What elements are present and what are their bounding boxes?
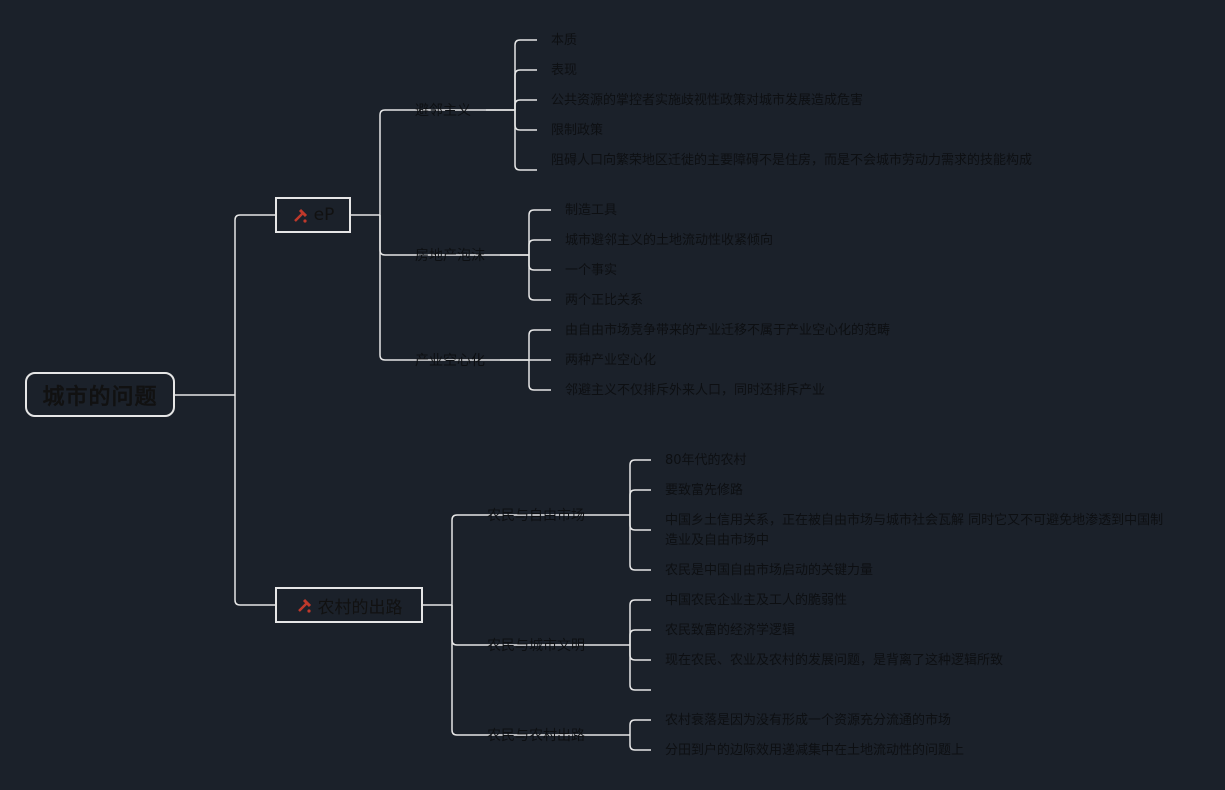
leaf-node[interactable]: 中国乡土信用关系，正在被自由市场与城市社会瓦解 同时它又不可避免地渗透到中国制造…	[665, 513, 1164, 548]
sub-node[interactable]: 产业空心化	[415, 353, 485, 369]
leaf-node[interactable]: 制造工具	[565, 203, 618, 218]
hammer-icon	[296, 596, 314, 614]
connector-line	[629, 489, 651, 515]
connector-line	[451, 514, 474, 605]
leaf-node[interactable]: 一个事实	[565, 263, 618, 278]
leaf-node[interactable]: 分田到户的边际效用递减集中在土地流动性的问题上	[665, 743, 965, 758]
leaf-node[interactable]: 80年代的农村	[665, 453, 747, 468]
leaf-node[interactable]: 限制政策	[551, 123, 604, 138]
connector-line	[528, 255, 551, 301]
connector-line	[514, 69, 537, 110]
connector-line	[629, 645, 651, 691]
connector-line	[629, 459, 651, 515]
connector-line	[514, 110, 537, 171]
leaf-node[interactable]: 表现	[551, 63, 578, 78]
connector-line	[528, 360, 551, 391]
connector-line	[514, 39, 537, 110]
leaf-node[interactable]: 农民致富的经济学逻辑	[665, 623, 796, 638]
branch-node-rural[interactable]: 农村的出路	[275, 587, 423, 623]
leaf-node[interactable]: 城市避邻主义的土地流动性收紧倾向	[565, 233, 774, 248]
branch-label: 农村的出路	[317, 597, 403, 618]
leaf-node[interactable]: 由自由市场竞争带来的产业迁移不属于产业空心化的范畴	[565, 323, 891, 338]
connector-line	[629, 629, 651, 645]
connector-line	[514, 99, 537, 110]
connector-line	[629, 515, 651, 571]
connector-line	[629, 735, 651, 751]
leaf-node[interactable]: 农民是中国自由市场启动的关键力量	[665, 563, 874, 578]
sub-node[interactable]: 避邻主义	[415, 103, 471, 119]
leaf-node[interactable]: 邻避主义不仅排斥外来人口，同时还排斥产业	[565, 383, 826, 398]
connector-line	[234, 214, 275, 395]
branch-node-ep[interactable]: eP	[275, 197, 351, 233]
connector-line	[629, 645, 651, 661]
connector-line	[528, 239, 551, 255]
leaf-node[interactable]: 要致富先修路	[665, 483, 744, 498]
leaf-node[interactable]: 现在农民、农业及农村的发展问题，是背离了这种逻辑所致	[665, 653, 1004, 668]
sub-node[interactable]: 房地产泡沫	[415, 248, 485, 264]
connector-line	[234, 395, 275, 606]
connector-line	[514, 110, 537, 131]
sub-node[interactable]: 农民与自由市场	[487, 508, 585, 524]
leaf-node[interactable]: 农村衰落是因为没有形成一个资源充分流通的市场	[665, 713, 952, 728]
root-label: 城市的问题	[42, 384, 158, 410]
root-node[interactable]: 城市的问题	[25, 372, 175, 417]
sub-node[interactable]: 农民与城市文明	[487, 638, 585, 654]
connector-line	[629, 599, 651, 645]
connector-line	[528, 255, 551, 271]
leaf-node[interactable]: 两种产业空心化	[565, 353, 657, 368]
leaf-node[interactable]: 两个正比关系	[565, 293, 644, 308]
connector-line	[629, 515, 651, 531]
leaf-node[interactable]: 本质	[551, 33, 578, 48]
connector-line	[629, 719, 651, 735]
connector-line	[451, 605, 474, 646]
connector-line	[379, 215, 404, 361]
branch-label: eP	[313, 205, 335, 225]
connector-line	[379, 109, 404, 215]
hammer-icon	[292, 206, 310, 224]
leaf-node[interactable]: 中国农民企业主及工人的脆弱性	[665, 593, 848, 608]
sub-node[interactable]: 农民与农村出路	[487, 728, 585, 744]
leaf-node[interactable]: 阻碍人口向繁荣地区迁徙的主要障碍不是住房，而是不会城市劳动力需求的技能构成	[551, 153, 1033, 168]
connector-line	[451, 605, 474, 736]
connector-line	[379, 215, 404, 256]
leaf-node[interactable]: 公共资源的掌控者实施歧视性政策对城市发展造成危害	[551, 93, 864, 108]
connector-line	[528, 209, 551, 255]
connector-line	[528, 329, 551, 360]
